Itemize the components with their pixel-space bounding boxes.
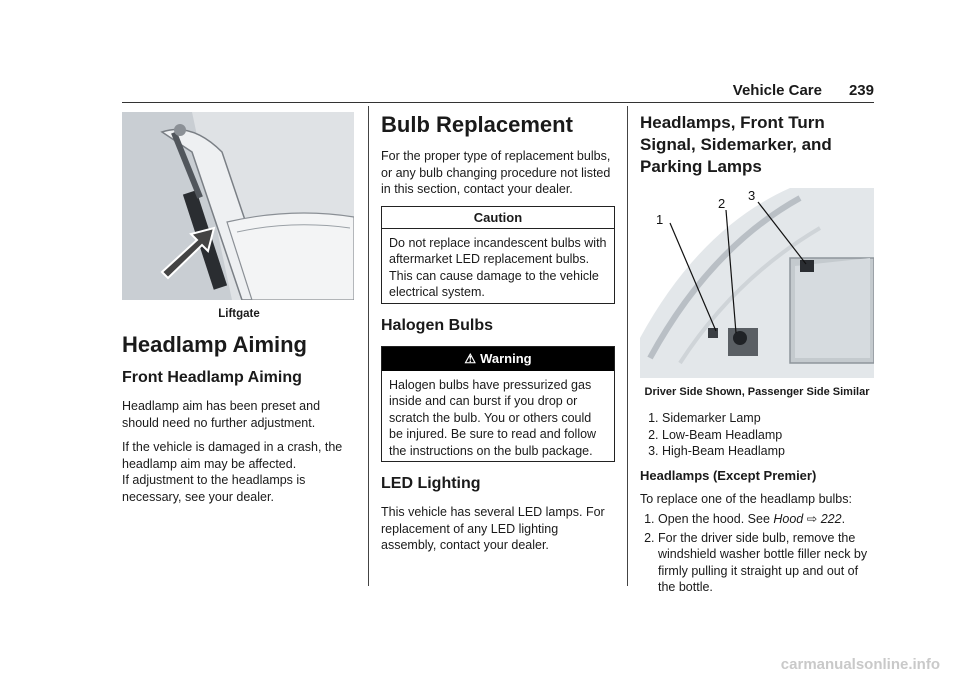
headlamp-figure: 1 2 3: [640, 188, 874, 378]
headlamps-heading: Headlamps, Front Turn Signal, Sidemarker…: [640, 113, 832, 176]
column-1: Liftgate Headlamp Aiming Front Headlamp …: [122, 112, 356, 513]
paragraph: To replace one of the headlamp bulbs:: [640, 491, 852, 506]
caution-box: Caution Do not replace incandescent bulb…: [381, 205, 615, 304]
liftgate-illustration: [122, 112, 354, 300]
caution-title: Caution: [382, 207, 614, 229]
paragraph: If the vehicle is damaged in a crash, th…: [122, 440, 343, 471]
warning-header: ⚠Warning: [382, 346, 614, 371]
steps-list: Open the hood. See Hood ⇨ 222. For the d…: [640, 511, 874, 596]
column-2: Bulb Replacement For the proper type of …: [381, 112, 615, 562]
step-1-text: Open the hood. See: [658, 512, 774, 526]
step-1: Open the hood. See Hood ⇨ 222.: [658, 511, 874, 528]
column-3: Headlamps, Front Turn Signal, Sidemarker…: [640, 112, 874, 598]
callout-2: 2: [718, 196, 725, 211]
headlamp-aiming-heading: Headlamp Aiming: [122, 332, 307, 357]
page-number: 239: [848, 82, 874, 99]
legend-item: High-Beam Headlamp: [662, 443, 874, 460]
liftgate-figure: [122, 112, 354, 300]
page-header: Vehicle Care 239: [122, 82, 874, 102]
step-2: For the driver side bulb, remove the win…: [658, 530, 874, 596]
front-headlamp-aiming-heading: Front Headlamp Aiming: [122, 369, 302, 386]
warning-title: Warning: [480, 350, 532, 366]
column-divider-1: [368, 106, 369, 586]
watermark: carmanualsonline.info: [780, 656, 940, 673]
warning-box: ⚠Warning Halogen bulbs have pressurized …: [381, 345, 615, 462]
callout-1: 1: [656, 212, 663, 227]
led-lighting-heading: LED Lighting: [381, 475, 481, 492]
header-rule: [122, 102, 874, 103]
figure-caption: Driver Side Shown, Passenger Side Simila…: [644, 386, 870, 398]
paragraph: This vehicle has several LED lamps. For …: [381, 505, 605, 552]
page-ref[interactable]: 222: [820, 512, 842, 526]
warning-icon: ⚠: [464, 350, 477, 366]
figure-legend: Sidemarker Lamp Low-Beam Headlamp High-B…: [640, 410, 874, 460]
paragraph: If adjustment to the headlamps is necess…: [122, 473, 306, 504]
callout-3: 3: [748, 188, 755, 203]
headlamp-illustration: 1 2 3: [640, 188, 874, 378]
paragraph: For the proper type of replacement bulbs…: [381, 149, 611, 196]
step-1-end: .: [841, 512, 846, 526]
hood-link[interactable]: Hood: [773, 512, 804, 526]
section-title: Vehicle Care: [732, 82, 822, 99]
headlamps-except-premier-heading: Headlamps (Except Premier): [640, 467, 817, 483]
warning-body: Halogen bulbs have pressurized gas insid…: [389, 377, 597, 458]
paragraph: Headlamp aim has been preset and should …: [122, 399, 321, 430]
page-ref-arrow-icon: ⇨: [806, 512, 818, 526]
legend-item: Sidemarker Lamp: [662, 410, 874, 427]
legend-item: Low-Beam Headlamp: [662, 427, 874, 444]
column-divider-2: [627, 106, 628, 586]
figure-caption: Liftgate: [218, 308, 260, 320]
halogen-bulbs-heading: Halogen Bulbs: [381, 316, 494, 334]
bulb-replacement-heading: Bulb Replacement: [381, 112, 573, 137]
caution-body: Do not replace incandescent bulbs with a…: [389, 235, 607, 300]
